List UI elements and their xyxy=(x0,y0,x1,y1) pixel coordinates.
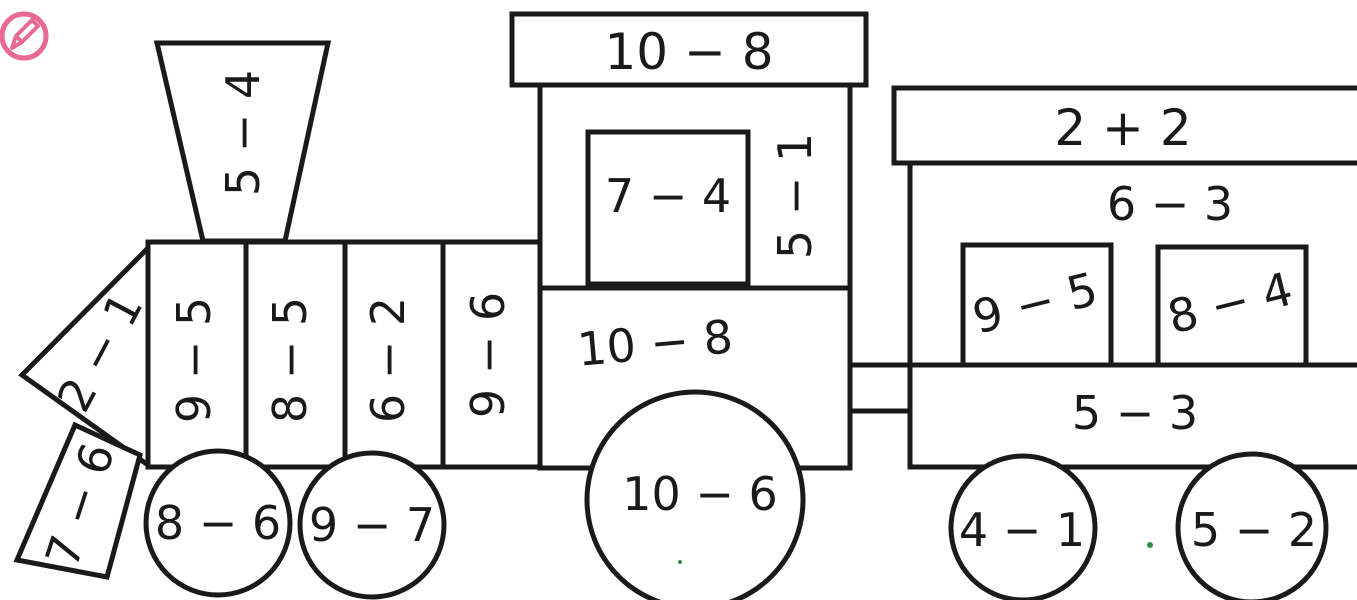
boiler-section-4-label: 9 − 6 xyxy=(461,292,515,418)
wagon-roof-label: 2 + 2 xyxy=(1054,99,1191,157)
big-wheel[interactable] xyxy=(584,389,806,600)
chimney-label: 5 − 4 xyxy=(216,70,270,196)
speck-mark xyxy=(1147,542,1153,548)
speck-mark xyxy=(678,560,682,564)
wagon-base[interactable] xyxy=(907,362,1357,470)
wagon-window-2[interactable] xyxy=(1155,244,1309,370)
boiler-section-3[interactable] xyxy=(342,239,446,470)
wagon-wheel-2-label: 5 − 2 xyxy=(1191,503,1317,557)
pencil-icon xyxy=(0,11,49,61)
boiler-section-2-label: 8 − 5 xyxy=(263,297,317,423)
wagon-base-label: 5 − 3 xyxy=(1072,386,1198,440)
boiler-section-3-label: 6 − 2 xyxy=(361,297,415,423)
wagon: 6 − 3 9 − 5 8 − 4 2 + 2 5 − 3 4 − 1 5 − … xyxy=(891,85,1357,600)
small-wheel-2-label: 9 − 7 xyxy=(309,498,435,552)
small-wheel-1[interactable] xyxy=(143,448,293,598)
cab-window[interactable] xyxy=(585,129,751,287)
wagon-wheel-1[interactable] xyxy=(948,453,1098,600)
wagon-wheel-2[interactable] xyxy=(1175,451,1329,600)
locomotive: 5 − 4 2 − 1 7 − 6 9 − 5 8 − 5 6 − 2 9 − … xyxy=(13,11,869,600)
boiler-section-1-label: 9 − 5 xyxy=(167,297,221,423)
wagon-top-band-label: 6 − 3 xyxy=(1107,177,1233,231)
cab-roof-label: 10 − 8 xyxy=(604,23,773,81)
cab-side-label: 5 − 1 xyxy=(768,133,822,259)
wagon-wheel-1-label: 4 − 1 xyxy=(959,503,1085,557)
cow-catcher-bottom[interactable] xyxy=(13,421,143,580)
cab-window-label: 7 − 4 xyxy=(605,169,731,223)
big-wheel-label: 10 − 6 xyxy=(622,467,778,521)
coupling-bar[interactable] xyxy=(847,362,915,414)
boiler-section-4[interactable] xyxy=(440,239,543,470)
wagon-roof[interactable] xyxy=(891,85,1357,166)
small-wheel-1-label: 8 − 6 xyxy=(155,496,281,550)
boiler-section-2[interactable] xyxy=(243,239,348,470)
coupling xyxy=(847,362,915,414)
cab-roof[interactable] xyxy=(509,11,869,88)
wagon-window-1[interactable] xyxy=(960,242,1114,368)
small-wheel-2[interactable] xyxy=(297,450,447,600)
